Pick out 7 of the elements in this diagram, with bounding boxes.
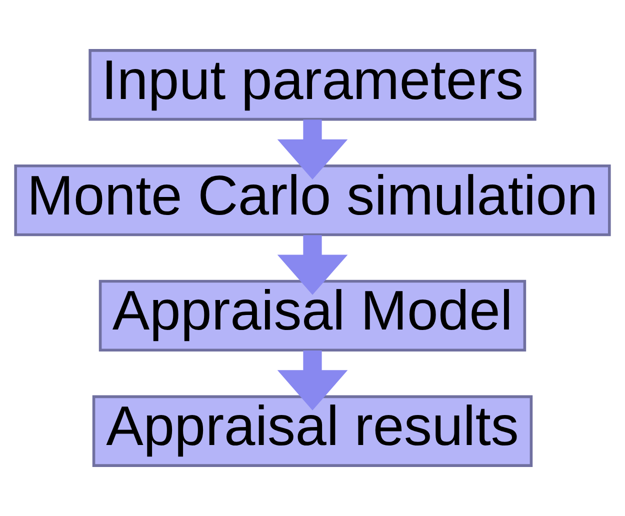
- node-box: Appraisal Model: [98, 280, 526, 352]
- arrow: [277, 350, 348, 410]
- node-box: Appraisal results: [92, 395, 533, 467]
- arrow: [277, 120, 348, 180]
- node-box: Input parameters: [88, 49, 536, 121]
- arrow: [277, 235, 348, 295]
- node-box: Monte Carlo simulation: [14, 164, 611, 236]
